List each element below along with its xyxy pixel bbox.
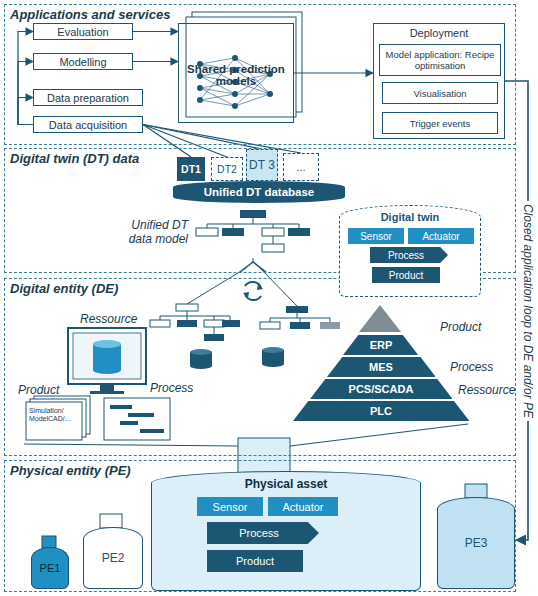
box-text: PE2	[102, 551, 125, 565]
pyramid-layer: ERP	[343, 335, 418, 355]
group-title: Digital twin (DT) data	[10, 151, 140, 166]
digital-twin-tank: Digital twinSensor ActuatorProcessProduct	[339, 205, 481, 297]
pyramid-layer: PCS/SCADA	[310, 379, 453, 399]
box-text: MES	[369, 361, 393, 373]
box-text: Modelling	[59, 56, 106, 68]
box-text: PLC	[370, 405, 392, 417]
process-box: Data acquisition	[33, 116, 143, 133]
aspect-label: Product	[18, 383, 68, 397]
actuator-box: Actuator	[408, 228, 474, 244]
process-arrow: Process	[207, 522, 319, 544]
box-text: PCS/SCADA	[349, 383, 414, 395]
twin-instance: DT1	[177, 157, 205, 181]
twin-instance: DT 3	[246, 149, 278, 181]
box-text: DT2	[217, 163, 237, 175]
sensor-box: Sensor	[197, 497, 263, 516]
process-box: Data preparation	[33, 89, 143, 106]
physical-entity-tank: PE3	[437, 497, 515, 589]
box-text: Product	[236, 555, 274, 567]
physical-entity-tank: PE2	[83, 527, 143, 589]
flow-arrow	[133, 31, 178, 32]
flow-arrow	[18, 98, 33, 125]
group-title: Applications and services	[10, 7, 170, 22]
layer-band: Physical entity (PE) Physical assetSensor…	[4, 460, 516, 592]
physical-entity-tank: PE1	[31, 547, 69, 589]
box-text: ERP	[370, 339, 393, 351]
box-text: Process	[388, 250, 430, 261]
box-text: Shared prediction models	[179, 60, 293, 87]
box-text: Model application: Recipe optimisation	[380, 49, 500, 71]
product-box: Product	[207, 550, 303, 572]
flow-arrow	[143, 125, 227, 158]
flow-arrow	[18, 32, 33, 125]
group-title: Deployment	[374, 24, 504, 39]
model-label: Unified DT data model	[118, 218, 188, 246]
pyramid-layer: PLC	[293, 401, 469, 421]
deployment-item: Trigger events	[382, 112, 498, 134]
twin-instance: ...	[283, 153, 319, 181]
box-text: PE3	[465, 536, 488, 550]
box-text: Data acquisition	[49, 119, 127, 131]
aspect-label: Product	[440, 320, 500, 334]
box-text: Product	[389, 270, 423, 281]
box-text: ...	[296, 161, 305, 173]
model-stack: Shared prediction models	[178, 23, 294, 123]
edge-label: Closed application loop to DE and/or PE	[521, 200, 535, 420]
flow-arrow	[18, 62, 33, 125]
layer-band: Applications and servicesEvaluationModel…	[4, 4, 516, 145]
flow-arrow	[133, 61, 178, 62]
box-text: Data preparation	[47, 92, 129, 104]
layer-band: Digital entity (DE) ERP MES PCS/SCADA PLC	[4, 278, 516, 456]
twin-instance: DT2	[211, 157, 243, 181]
box-text: Sensor	[213, 501, 248, 513]
box-text: PE1	[40, 562, 61, 574]
product-box: Product	[372, 267, 440, 283]
group-title: Digital twin	[340, 206, 480, 223]
box-text: Sensor	[360, 231, 392, 242]
database-cylinder: Unified DT database	[173, 181, 345, 203]
physical-asset-tank: Physical assetSensor ActuatorProcessProdu…	[151, 471, 421, 591]
pyramid-layer: MES	[327, 357, 436, 377]
aspect-label: Process	[150, 381, 202, 395]
box-text: Trigger events	[410, 118, 470, 129]
aspect-label: Process	[450, 360, 510, 374]
sensor-box: Sensor	[348, 228, 404, 244]
box-text: Visualisation	[413, 88, 466, 99]
deployment-item: Model application: Recipe optimisation	[379, 44, 501, 76]
actuator-box: Actuator	[268, 497, 338, 516]
group-title: Physical asset	[152, 472, 420, 491]
box-text: Actuator	[283, 501, 324, 513]
deployment-item: Visualisation	[382, 82, 498, 104]
flow-arrow	[294, 72, 373, 73]
group-title: Physical entity (PE)	[10, 463, 131, 478]
deployment-box: DeploymentModel application: Recipe opti…	[373, 23, 505, 139]
box-text: Unified DT database	[204, 186, 315, 198]
box-text: DT 3	[249, 159, 275, 172]
box-text: DT1	[181, 163, 201, 175]
process-arrow: Process	[370, 247, 448, 263]
aspect-label: Ressource	[80, 312, 150, 326]
process-box: Evaluation	[33, 23, 133, 40]
box-text: Process	[239, 527, 287, 539]
box-text: Evaluation	[57, 26, 108, 38]
aspect-label: Ressource	[458, 383, 516, 397]
layer-band: Digital twin (DT) dataDT1 DT2 DT 3... Unifi…	[4, 148, 516, 273]
document-text: Simulation/ ModelCAD/...	[29, 407, 79, 423]
box-text: Actuator	[422, 231, 459, 242]
process-box: Modelling	[33, 53, 133, 70]
group-title: Digital entity (DE)	[10, 281, 118, 296]
